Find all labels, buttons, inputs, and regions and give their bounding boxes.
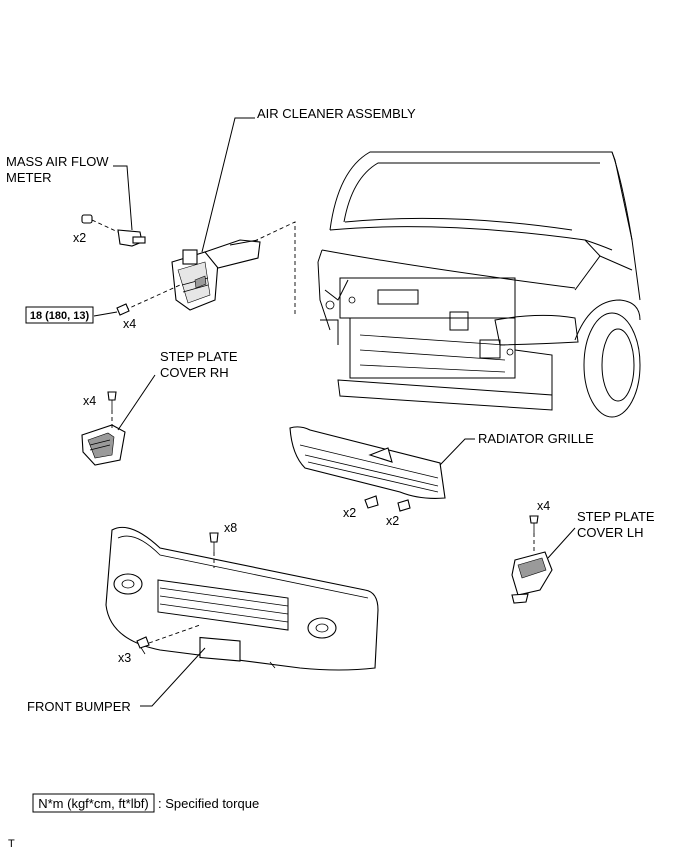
step-plate-cover-rh-label-line1: STEP PLATE: [160, 349, 238, 364]
air-cleaner-bolt-path: [124, 284, 181, 311]
mass-air-flow-meter-label-line2: METER: [6, 170, 52, 185]
air-cleaner-bolt-icon: [116, 303, 130, 316]
air-cleaner-assembly-part: [171, 239, 261, 311]
radiator-grille-leader: [439, 438, 475, 466]
grille-clip-icon: [364, 495, 379, 509]
step-lh-leader: [547, 527, 576, 559]
air-cleaner-install-path: [209, 221, 296, 315]
step-plate-cover-rh-label-line2: COVER RH: [160, 365, 229, 380]
step-rh-leader: [117, 374, 156, 431]
step-lh-clip-icon: [529, 515, 539, 533]
bumper-screw-path: [148, 624, 201, 644]
air-cleaner-bolt-qty: x4: [123, 317, 136, 331]
step-plate-cover-rh-part: [81, 424, 126, 466]
torque-spec-box: [25, 306, 94, 324]
grille-screw-icon: [397, 499, 411, 512]
legend-unit-box: [32, 793, 155, 813]
front-bumper-part: [105, 526, 379, 671]
step-plate-cover-lh-part: [511, 551, 553, 604]
legend-description: : Specified torque: [158, 796, 259, 811]
mass-air-flow-meter-part: [117, 229, 146, 247]
bumper-clip-icon: [209, 532, 219, 552]
bumper-screw-icon: [136, 636, 150, 649]
step-plate-cover-lh-label-line1: STEP PLATE: [577, 509, 655, 524]
vehicle-front-illustration: [317, 151, 641, 418]
maf-screw-icon: [81, 214, 93, 224]
air-cleaner-leader: [201, 117, 255, 253]
grille-screw-qty: x2: [386, 514, 399, 528]
maf-screw-qty: x2: [73, 231, 86, 245]
air-cleaner-assembly-label: AIR CLEANER ASSEMBLY: [257, 106, 416, 121]
step-plate-cover-lh-label-line2: COVER LH: [577, 525, 643, 540]
maf-screw-path: [91, 219, 119, 233]
maf-leader: [113, 165, 133, 231]
step-rh-clip-qty: x4: [83, 394, 96, 408]
step-rh-clip-icon: [107, 391, 117, 410]
page-code: T: [8, 838, 15, 850]
front-bumper-label: FRONT BUMPER: [27, 699, 131, 714]
mass-air-flow-meter-label-line1: MASS AIR FLOW: [6, 154, 109, 169]
legend-unit-text: N*m (kgf*cm, ft*lbf): [38, 796, 149, 811]
bumper-clip-qty: x8: [224, 521, 237, 535]
radiator-grille-part: [289, 426, 446, 499]
front-bumper-leader: [140, 647, 206, 707]
torque-spec-value: 18 (180, 13): [30, 310, 90, 322]
grille-clip-qty: x2: [343, 506, 356, 520]
step-lh-clip-qty: x4: [537, 499, 550, 513]
bumper-screw-qty: x3: [118, 651, 131, 665]
radiator-grille-label: RADIATOR GRILLE: [478, 431, 594, 446]
torque-leader: [93, 311, 118, 317]
